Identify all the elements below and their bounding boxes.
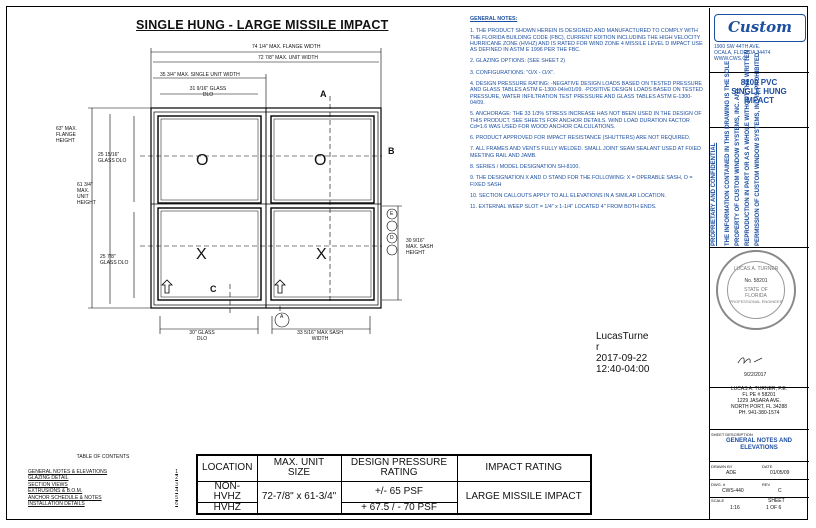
drawn-by-label: DRAWN BY	[711, 464, 733, 469]
engineer-info: LUCAS A. TURNER, P.E. FL PE # 58201 1229…	[730, 386, 788, 416]
table-header: LOCATION	[196, 454, 258, 482]
dim-glass-dlo-bottom: 30" GLASS DLO	[189, 330, 215, 342]
product-title: 8100 PVC SINGLE HUNG IMPACT	[731, 78, 787, 105]
title-block	[709, 8, 809, 520]
drawing-title: SINGLE HUNG - LARGE MISSILE IMPACT	[136, 18, 389, 32]
rev-label: REV	[762, 482, 771, 487]
callout-c: C	[210, 284, 217, 294]
table-cell: 72-7/8" x 61-3/4"	[256, 480, 342, 515]
table-header: MAX. UNIT SIZE	[256, 454, 342, 482]
signature-date: 9/22/2017	[744, 372, 767, 378]
dim-sash-height: 30 9/16" MAX. SASH HEIGHT	[406, 238, 434, 256]
signature-mark	[737, 357, 763, 365]
pane-top-right-label: O	[314, 152, 327, 169]
dim-glass-dlo-top: 31 9/16" GLASS DLO	[189, 86, 227, 98]
callout-a-bottom: A	[280, 314, 284, 320]
table-header: IMPACT RATING	[456, 454, 592, 482]
engineer-seal-inner: LUCAS A. TURNER No. 58201 STATE OF FLORI…	[727, 261, 785, 319]
pane-bottom-left-label: X	[196, 246, 207, 263]
scale: 1:16	[730, 505, 740, 511]
drawn-by: ADE	[726, 470, 737, 476]
note-item: 11. EXTERNAL WEEP SLOT = 1/4" x 1-1/4" L…	[470, 204, 657, 211]
dim-single-unit-width: 35 3/4" MAX. SINGLE UNIT WIDTH	[160, 72, 240, 78]
engineer-seal	[716, 250, 796, 330]
note-item: 8. SERIES / MODEL DESIGNATION SH-8100.	[470, 164, 580, 171]
elevation-drawing	[88, 48, 402, 334]
dim-sash-width: 33 5/16" MAX SASH WIDTH	[297, 330, 343, 342]
dim-glass-dlo-left-bottom: 25 7/8" GLASS DLO	[100, 254, 129, 266]
table-header: DESIGN PRESSURE RATING	[340, 454, 458, 482]
toc-title: TABLE OF CONTENTS	[76, 454, 130, 460]
revision: C	[778, 488, 782, 494]
date-label: DATE	[762, 464, 773, 469]
table-cell: + 67.5 / - 70 PSF	[340, 501, 458, 515]
note-item: 3. CONFIGURATIONS: "O/X - O/X".	[470, 69, 555, 76]
company-address: 1900 SW 44TH AVE. OCALA, FLORIDA 34474 W…	[714, 44, 771, 62]
note-item: 6. PRODUCT APPROVED FOR IMPACT RESISTANC…	[470, 135, 691, 142]
table-of-contents: TABLE OF CONTENTS GENERAL NOTES & ELEVAT…	[28, 454, 178, 508]
table-cell: +/- 65 PSF	[340, 480, 458, 503]
dim-flange-width: 74 1/4" MAX. FLANGE WIDTH	[252, 44, 321, 50]
callout-a-top: A	[320, 89, 327, 99]
dwg-number: CWS-440	[722, 488, 744, 494]
table-cell: HVHZ	[196, 501, 258, 515]
table-cell: LARGE MISSILE IMPACT	[456, 480, 592, 515]
note-item: 9. THE DESIGNATION X AND O STAND FOR THE…	[470, 175, 693, 188]
drawing-sheet	[6, 6, 808, 520]
general-notes: GENERAL NOTES: 1. THE PRODUCT SHOWN HERE…	[470, 16, 706, 216]
dwg-label: DWG. #	[711, 482, 726, 487]
note-item: 1. THE PRODUCT SHOWN HEREIN IS DESIGNED …	[470, 28, 703, 54]
sheet-description: GENERAL NOTES AND ELEVATIONS	[725, 438, 792, 451]
dim-unit-height: 61 3/4" MAX. UNIT HEIGHT	[77, 182, 96, 206]
note-item: 4. DESIGN PRESSURE RATING: -NEGATIVE DES…	[470, 81, 703, 106]
sheet-desc-label: SHEET DESCRIPTION	[711, 432, 753, 437]
company-logo: Custom	[714, 14, 806, 42]
rating-table: LOCATION MAX. UNIT SIZE DESIGN PRESSURE …	[196, 454, 592, 515]
digital-signature-stamp: LucasTurne r 2017-09-22 12:40-04:00	[596, 331, 650, 375]
note-item: 7. ALL FRAMES AND VENTS FULLY WELDED. SM…	[470, 146, 701, 159]
dim-flange-height: 63" MAX. FLANGE HEIGHT	[56, 126, 77, 144]
callout-d: D	[390, 235, 394, 241]
note-item: 2. GLAZING OPTIONS: (SEE SHEET 2)	[470, 58, 565, 65]
table-cell: NON-HVHZ	[196, 480, 258, 503]
dim-unit-width: 72 7/8" MAX. UNIT WIDTH	[258, 55, 319, 61]
drawing-date: 01/05/09	[770, 470, 790, 476]
scale-label: SCALE	[711, 498, 725, 503]
note-item: 10. SECTION CALLOUTS APPLY TO ALL ELEVAT…	[470, 192, 667, 199]
toc-row: EXTRUSIONS & B.O.M.4	[28, 488, 178, 494]
notes-header: GENERAL NOTES:	[470, 16, 518, 22]
sheet-number: 1 OF 6	[766, 505, 782, 511]
note-item: 5. ANCHORAGE: THE 33 1/3% STRESS INCREAS…	[470, 111, 702, 130]
pane-top-left-label: O	[196, 152, 209, 169]
callout-e: E	[390, 211, 394, 217]
callout-b: B	[388, 146, 395, 156]
sheet-label: SHEET	[768, 498, 785, 504]
dim-glass-dlo-left-top: 25 15/16" GLASS DLO	[98, 152, 127, 164]
pane-bottom-right-label: X	[316, 246, 327, 263]
